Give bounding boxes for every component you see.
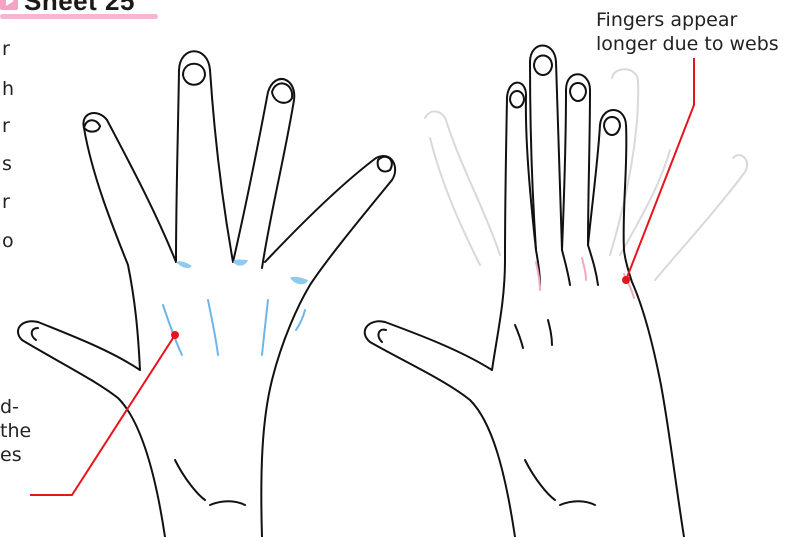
right-hand-webs [536, 258, 634, 298]
left-callout-leader [30, 335, 175, 495]
right-hand-ghost [425, 69, 747, 280]
left-hand-webs [176, 260, 308, 285]
left-callout-dot [171, 331, 179, 339]
left-hand-drawing [18, 51, 395, 537]
left-hand-tendons [163, 300, 305, 355]
right-callout-dot [622, 276, 630, 284]
